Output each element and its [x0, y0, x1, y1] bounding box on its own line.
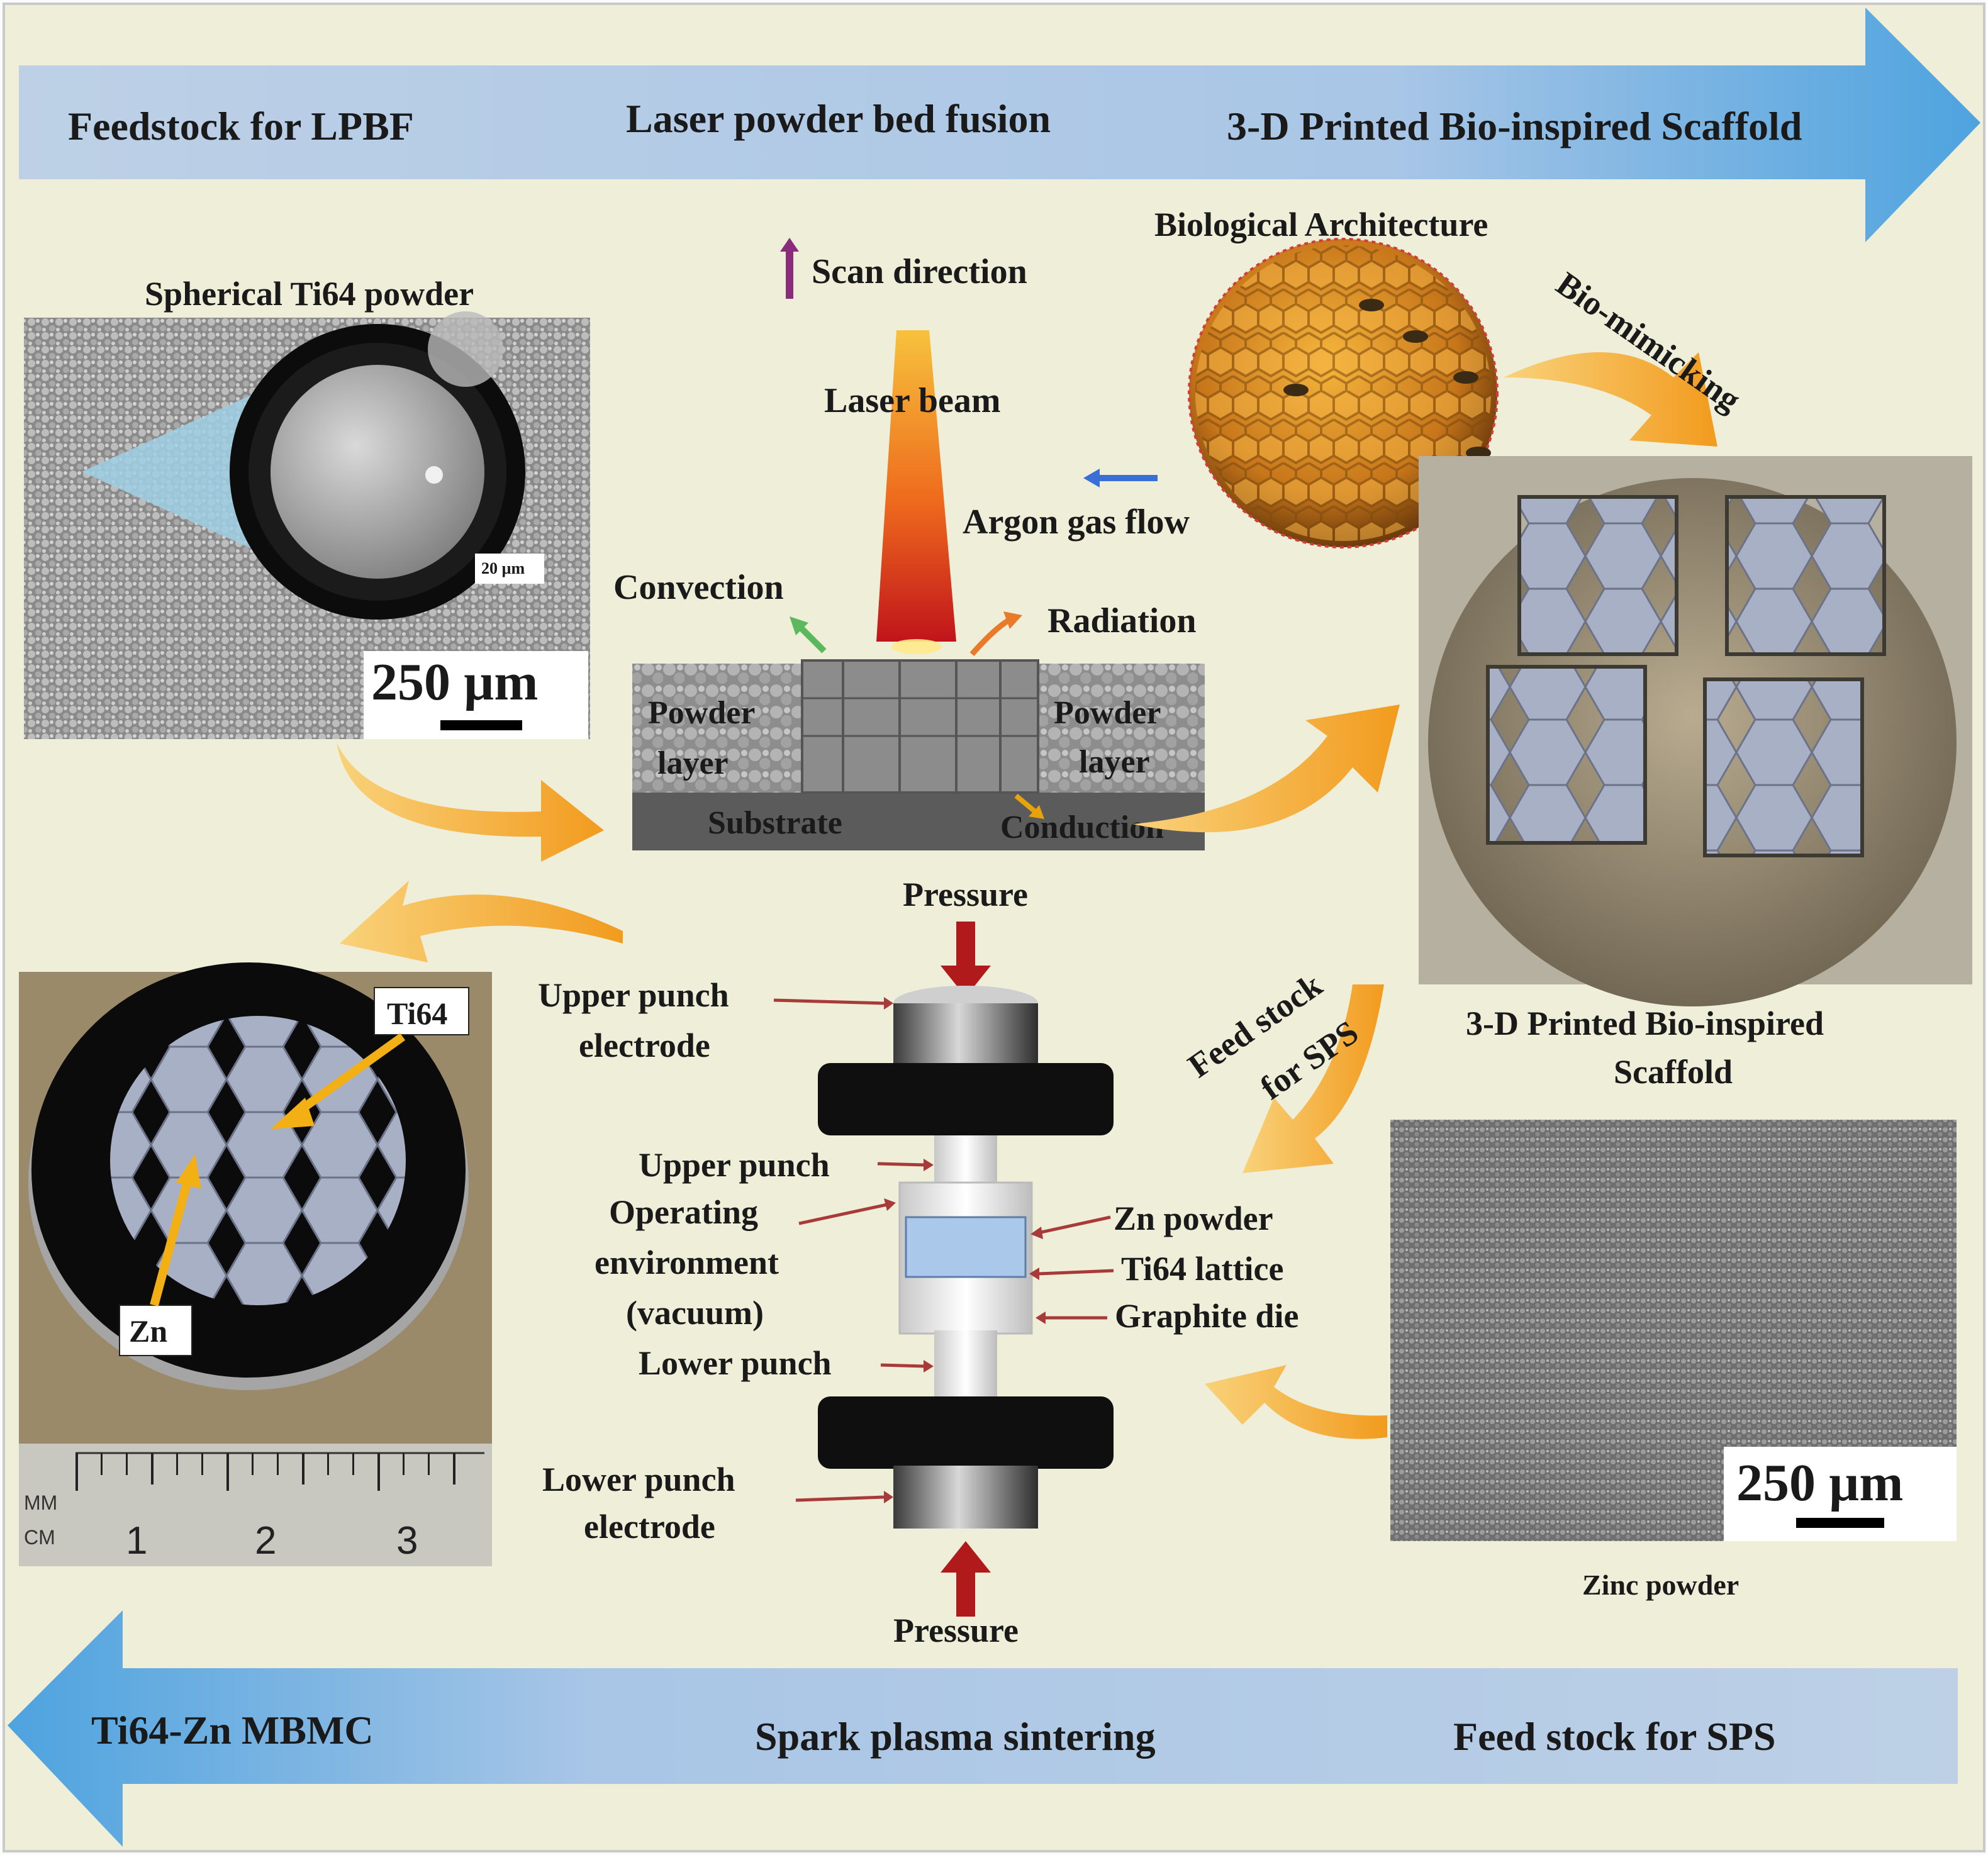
lower-plate: [818, 1396, 1114, 1469]
pressure-bottom-arrow: [956, 1569, 975, 1617]
ti64-particle: [271, 365, 484, 579]
arrow-sps-to-mbmc: [340, 881, 623, 962]
upper-plate: [818, 1063, 1114, 1135]
ruler-3: 3: [396, 1519, 418, 1563]
scaffold-tr: [1725, 495, 1886, 656]
upper-punch-label: Upper punch: [639, 1146, 830, 1184]
pressure-bottom-label: Pressure: [893, 1612, 1019, 1649]
arrow-scaffold-to-sps: [1242, 984, 1384, 1173]
inset-scale-label: 20 µm: [481, 559, 525, 577]
printed-part: [801, 659, 1039, 794]
zn-callout-arrow: [150, 1175, 193, 1306]
feed-sps-band-label: Feed stock for SPS: [1453, 1714, 1776, 1759]
scale-label: 250 µm: [371, 653, 538, 711]
substrate: [632, 793, 1205, 850]
ti64-callout-arrow: [293, 1033, 406, 1117]
upper-punch-electrode-label-2: electrode: [579, 1027, 710, 1064]
operating-label-2: environment: [595, 1244, 779, 1281]
scaffold-caption-1: 3-D Printed Bio-inspired: [1466, 1005, 1824, 1042]
arrow-powder-to-lpbf: [337, 742, 604, 862]
ti64-powder-title: Spherical Ti64 powder: [145, 275, 474, 313]
laser-beam-label: Laser beam: [824, 381, 1001, 420]
zn-callout: Zn: [129, 1313, 167, 1349]
argon-flow-label: Argon gas flow: [963, 503, 1190, 542]
mbmc-photo: Ti64 Zn MM CM 1 2 3: [19, 962, 492, 1566]
radiation-label: Radiation: [1047, 601, 1197, 640]
bee-icon: [1359, 299, 1384, 311]
scan-direction-label: Scan direction: [812, 252, 1027, 291]
scaffold-band-label: 3-D Printed Bio-inspired Scaffold: [1227, 104, 1802, 148]
feedstock-lpbf-label: Feedstock for LPBF: [68, 104, 414, 148]
flow-arrows: [337, 352, 1717, 1439]
ti64-lattice: [905, 1216, 1027, 1278]
powder-layer-right: [1038, 664, 1205, 793]
bottom-process-band: Ti64-Zn MBMC Spark plasma sintering Feed…: [8, 1610, 1958, 1847]
lower-punch-electrode-label-1: Lower punch: [542, 1461, 735, 1498]
scaffold-br: [1703, 677, 1864, 857]
scaffold-bl: [1486, 665, 1647, 845]
laser-beam: [876, 330, 956, 642]
conduction-label: Conduction: [1000, 810, 1164, 845]
operating-label-3: (vacuum): [626, 1294, 764, 1332]
mbmc-band-label: Ti64-Zn MBMC: [91, 1708, 374, 1752]
lower-punch-label: Lower punch: [639, 1344, 832, 1382]
sps-band-label: Spark plasma sintering: [755, 1714, 1156, 1759]
powder-right-line2: layer: [1079, 744, 1150, 780]
ruler-2: 2: [255, 1519, 276, 1563]
lower-punch: [934, 1330, 997, 1400]
operating-label-1: Operating: [609, 1193, 758, 1231]
ti64-lattice-label: Ti64 lattice: [1121, 1250, 1283, 1288]
upper-punch-electrode-label-1: Upper punch: [538, 976, 729, 1014]
powder-right-line1: Powder: [1054, 695, 1161, 731]
lpbf-label: Laser powder bed fusion: [626, 96, 1051, 141]
powder-left-line2: layer: [657, 745, 729, 781]
sps-schematic: Pressure Pressure Upper punch electrode …: [538, 876, 1299, 1649]
upper-punch-electrode: [893, 1003, 1038, 1072]
scaffold-photo: 3-D Printed Bio-inspired Scaffold: [1419, 456, 1972, 1091]
pressure-top-arrow: [956, 922, 975, 969]
ti64-callout: Ti64: [387, 996, 447, 1031]
powder-left-line1: Powder: [648, 695, 755, 731]
zinc-scale-label: 250 µm: [1736, 1454, 1903, 1512]
lpbf-schematic: Scan direction Laser beam Argon gas flow…: [613, 238, 1205, 850]
graphite-die-label: Graphite die: [1115, 1297, 1299, 1335]
top-process-band: Feedstock for LPBF Laser powder bed fusi…: [19, 8, 1980, 242]
ruler-mm-label: MM: [24, 1491, 57, 1514]
lower-punch-electrode-label-2: electrode: [584, 1508, 715, 1546]
pressure-top-label: Pressure: [903, 876, 1028, 913]
ruler-cm-label: CM: [24, 1526, 55, 1549]
scaffold-caption-2: Scaffold: [1614, 1053, 1733, 1091]
zinc-caption: Zinc powder: [1582, 1569, 1739, 1601]
scaffold-tl: [1517, 495, 1678, 656]
ti64-zn-composite: [110, 1016, 406, 1305]
arrow-lpbf-to-scaffold: [1132, 705, 1400, 833]
lower-punch-electrode: [893, 1466, 1038, 1529]
ti64-powder-panel: Spherical Ti64 powder 20 µm 250 µm: [24, 275, 590, 739]
bio-title: Biological Architecture: [1154, 206, 1488, 243]
ruler-1: 1: [126, 1519, 147, 1563]
arrow-bio-mimicking: [1504, 352, 1717, 447]
substrate-label: Substrate: [708, 805, 842, 841]
zinc-powder-panel: 250 µm Zinc powder: [1390, 1120, 1957, 1601]
powder-layer-left: [632, 664, 802, 793]
zn-powder-label: Zn powder: [1114, 1200, 1273, 1237]
arrow-zinc-to-sps: [1205, 1365, 1387, 1439]
convection-label: Convection: [613, 568, 784, 607]
ruler: [19, 1444, 492, 1566]
